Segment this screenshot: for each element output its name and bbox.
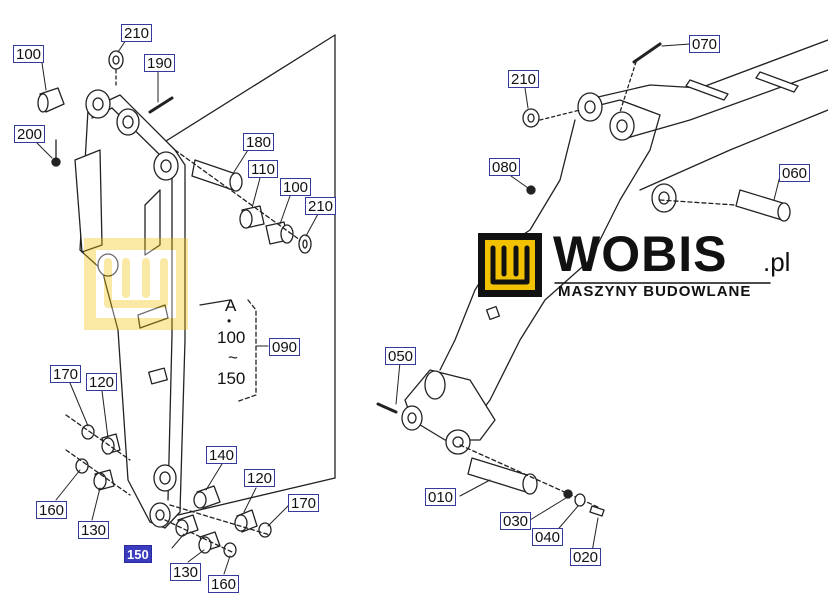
- logo-tagline: MASZYNY BUDOWLANE: [558, 283, 752, 300]
- boom-foot: [404, 369, 496, 441]
- boom-lower-edge: [639, 109, 828, 191]
- logo-brand-text: WOBIS: [553, 226, 728, 282]
- arm-bracket: [137, 304, 169, 329]
- boom-plate: [485, 305, 501, 321]
- note-range-from: 100: [217, 328, 246, 347]
- callout-160[interactable]: 160: [208, 575, 240, 593]
- grease-nipple: [376, 402, 398, 414]
- callout-050[interactable]: 050: [385, 347, 417, 365]
- note-marker: A: [225, 296, 237, 315]
- arm-assembly: [74, 34, 336, 529]
- callout-130[interactable]: 130: [170, 563, 202, 581]
- callout-160[interactable]: 160: [36, 501, 68, 519]
- boom-upper-edge: [619, 69, 828, 141]
- callout-170[interactable]: 170: [50, 365, 82, 383]
- callout-170[interactable]: 170: [288, 494, 320, 512]
- boom-top-eye: [577, 92, 603, 122]
- arm-mid-eye: [97, 253, 119, 277]
- arm-lower-eye-hole: [159, 471, 171, 485]
- callout-210[interactable]: 210: [508, 70, 540, 88]
- shim-pointer: [199, 299, 231, 306]
- arm-bucket-eye-hole: [155, 509, 165, 521]
- callout-210[interactable]: 210: [305, 197, 337, 215]
- seal: [75, 458, 89, 474]
- arm-pivot-eye-hole: [122, 115, 134, 129]
- callout-110[interactable]: 110: [248, 160, 278, 178]
- perspective-line: [157, 34, 336, 147]
- arm-bucket-eye: [149, 502, 171, 528]
- boom-slot: [685, 79, 729, 101]
- leader-lines-left: [35, 39, 319, 575]
- shim-bracket: [235, 299, 257, 403]
- boom-assembly: [376, 39, 828, 517]
- grease-fitting: [51, 157, 61, 167]
- callout-030[interactable]: 030: [500, 512, 532, 530]
- callout-130[interactable]: 130: [78, 521, 110, 539]
- note-range-to: 150: [217, 369, 246, 388]
- bolt: [632, 42, 662, 64]
- callout-010[interactable]: 010: [425, 488, 457, 506]
- callout-210[interactable]: 210: [121, 24, 153, 42]
- washer: [298, 234, 312, 254]
- callout-060[interactable]: 060: [779, 164, 811, 182]
- boom-right-edge: [459, 99, 661, 441]
- callout-120[interactable]: 120: [244, 469, 276, 487]
- wobis-logo-mark: [478, 233, 542, 297]
- note-dot: •: [227, 314, 232, 328]
- boom-cylinder-eye: [651, 183, 677, 213]
- callout-190[interactable]: 190: [144, 54, 176, 72]
- washer: [108, 50, 124, 70]
- arm-pivot-eye: [116, 108, 140, 136]
- arm-side-plate: [74, 149, 103, 253]
- callout-040[interactable]: 040: [532, 528, 564, 546]
- note-range-sep: ~: [228, 348, 238, 367]
- callout-100[interactable]: 100: [13, 45, 45, 63]
- grease-nipple: [148, 96, 174, 114]
- washer: [522, 108, 540, 128]
- leader-lines-right: [395, 43, 781, 553]
- callout-070[interactable]: 070: [689, 35, 721, 53]
- callout-090[interactable]: 090: [269, 338, 301, 356]
- grease-fitting: [526, 185, 536, 195]
- callout-020[interactable]: 020: [570, 548, 602, 566]
- pin: [191, 159, 237, 191]
- boom-foot-lower-eye: [401, 405, 423, 431]
- arm-slot: [144, 189, 161, 256]
- callout-080[interactable]: 080: [489, 158, 521, 176]
- washer: [574, 493, 586, 507]
- seal: [223, 542, 237, 558]
- arm-top-eye-hole: [92, 97, 104, 111]
- boom-pivot-eye: [609, 111, 635, 141]
- callout-180[interactable]: 180: [243, 133, 275, 151]
- arm-cylinder-eye: [153, 151, 179, 181]
- callout-200[interactable]: 200: [14, 125, 46, 143]
- callout-100[interactable]: 100: [280, 178, 312, 196]
- boom-base-eye: [445, 429, 471, 455]
- callout-150-selected[interactable]: 150: [124, 545, 152, 563]
- callout-140[interactable]: 140: [206, 446, 238, 464]
- arm-top-eye: [85, 89, 111, 119]
- arm-lower-eye: [153, 464, 177, 492]
- watermark-logo: [84, 238, 188, 330]
- bolt: [589, 505, 605, 517]
- boom-slot: [755, 71, 799, 93]
- callout-120[interactable]: 120: [86, 373, 118, 391]
- boom-top-edge: [584, 39, 828, 101]
- nut: [563, 489, 573, 499]
- perspective-line: [177, 477, 336, 516]
- boom-foot-eye: [424, 370, 446, 400]
- arm-key: [148, 367, 168, 385]
- arm-cylinder-eye-hole: [160, 159, 172, 173]
- logo-suffix-text: .pl: [763, 247, 791, 277]
